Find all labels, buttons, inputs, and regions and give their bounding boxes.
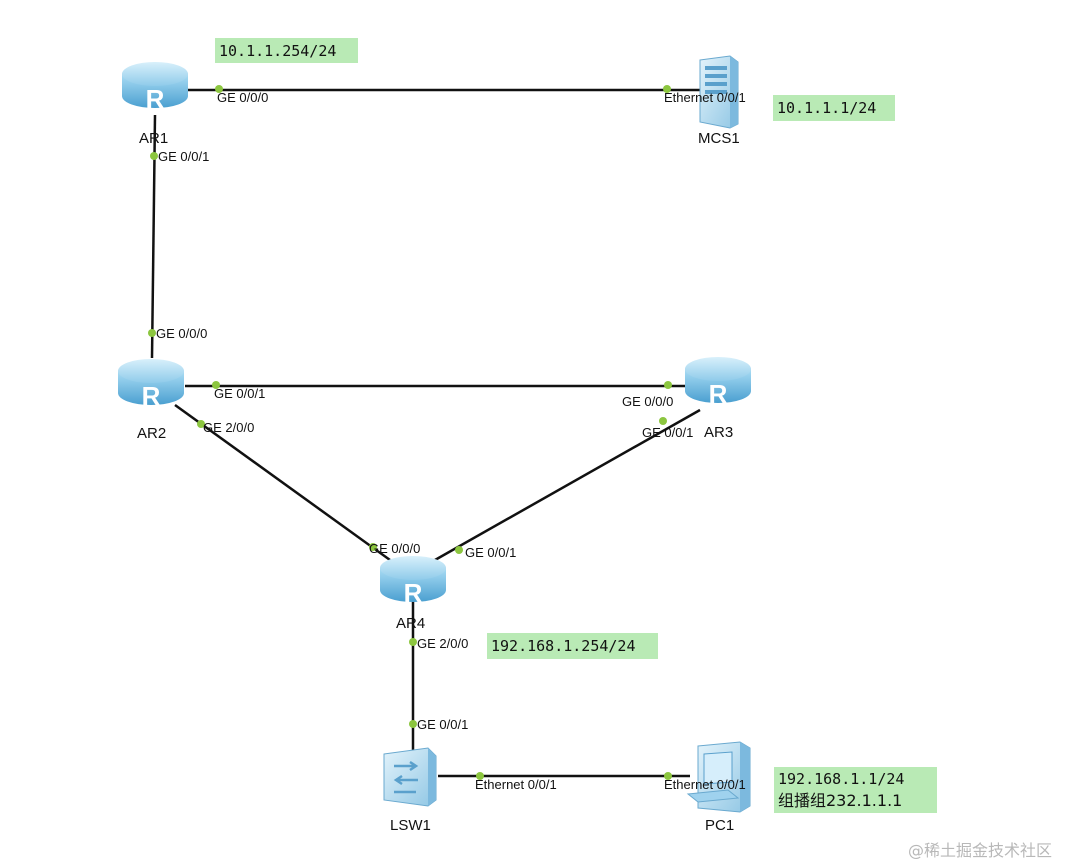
router-icon: R xyxy=(122,62,188,114)
port-dot xyxy=(148,329,156,337)
ip-notes: 10.1.1.254/24 10.1.1.1/24 192.168.1.254/… xyxy=(215,38,937,813)
svg-text:R: R xyxy=(142,381,161,411)
router-ar1[interactable]: R xyxy=(122,62,188,114)
device-label-ar2: AR2 xyxy=(137,425,166,442)
port-labels: GE 0/0/0 Ethernet 0/0/1 GE 0/0/1 GE 0/0/… xyxy=(156,90,746,792)
note-box xyxy=(773,95,895,121)
pc1-group-note: 组播组232.1.1.1 xyxy=(778,791,902,810)
port-dot xyxy=(212,381,220,389)
port-dot xyxy=(664,772,672,780)
port-label: GE 0/0/0 xyxy=(369,541,420,556)
port-label: GE 0/0/1 xyxy=(465,545,516,560)
port-label: GE 0/0/1 xyxy=(158,149,209,164)
link-ar3-ar4[interactable] xyxy=(434,408,701,562)
port-dot xyxy=(409,720,417,728)
port-dots xyxy=(148,85,672,780)
port-dot xyxy=(476,772,484,780)
port-label: GE 0/0/0 xyxy=(156,326,207,341)
mcs1-ip-note: 10.1.1.1/24 xyxy=(777,99,876,117)
device-label-pc1: PC1 xyxy=(705,817,734,834)
port-label: GE 0/0/1 xyxy=(214,386,265,401)
link-ar2-ar4[interactable] xyxy=(174,403,391,562)
link-ar1-ar2[interactable] xyxy=(150,114,157,359)
port-label: GE 0/0/1 xyxy=(417,717,468,732)
note-box xyxy=(487,633,658,659)
router-ar3[interactable]: R xyxy=(685,357,751,409)
port-dot xyxy=(215,85,223,93)
device-label-ar3: AR3 xyxy=(704,424,733,441)
svg-text:R: R xyxy=(709,379,728,409)
device-label-mcs1: MCS1 xyxy=(698,130,740,147)
port-dot xyxy=(455,546,463,554)
pc1-ip-note: 192.168.1.1/24 xyxy=(778,770,904,788)
port-label: GE 0/0/0 xyxy=(217,90,268,105)
port-dot xyxy=(197,420,205,428)
device-label-lsw1: LSW1 xyxy=(390,817,431,834)
router-ar2[interactable]: R xyxy=(118,359,184,411)
router-icon: R xyxy=(118,359,184,411)
port-dot xyxy=(369,543,377,551)
port-label: GE 0/0/0 xyxy=(622,394,673,409)
port-label: Ethernet 0/0/1 xyxy=(664,90,746,105)
note-box xyxy=(215,38,358,63)
port-dot xyxy=(663,85,671,93)
device-label-ar4: AR4 xyxy=(396,615,425,632)
svg-text:R: R xyxy=(146,84,165,114)
server-icon xyxy=(699,55,739,129)
router-ar4[interactable]: R xyxy=(380,556,446,608)
port-label: GE 2/0/0 xyxy=(417,636,468,651)
note-box xyxy=(774,767,937,813)
port-dot xyxy=(664,381,672,389)
switch-icon xyxy=(383,747,437,807)
port-label: Ethernet 0/0/1 xyxy=(475,777,557,792)
port-dot xyxy=(659,417,667,425)
device-labels: AR1 MCS1 AR2 AR3 AR4 LSW1 PC1 xyxy=(137,130,740,834)
pc-pc1[interactable] xyxy=(686,741,751,813)
port-label: GE 0/0/1 xyxy=(642,425,693,440)
watermark: @稀土掘金技术社区 xyxy=(908,841,1052,860)
router-icon: R xyxy=(380,556,446,608)
port-label: GE 2/0/0 xyxy=(203,420,254,435)
device-label-ar1: AR1 xyxy=(139,130,168,147)
port-label: Ethernet 0/0/1 xyxy=(664,777,746,792)
ar4-ip-note: 192.168.1.254/24 xyxy=(491,637,636,655)
server-mcs1[interactable] xyxy=(699,55,739,129)
switch-lsw1[interactable] xyxy=(383,747,437,807)
ar1-ip-note: 10.1.1.254/24 xyxy=(219,42,336,60)
port-dot xyxy=(409,638,417,646)
svg-text:R: R xyxy=(404,578,423,608)
port-dot xyxy=(150,152,158,160)
pc-icon xyxy=(686,741,751,813)
router-icon: R xyxy=(685,357,751,409)
